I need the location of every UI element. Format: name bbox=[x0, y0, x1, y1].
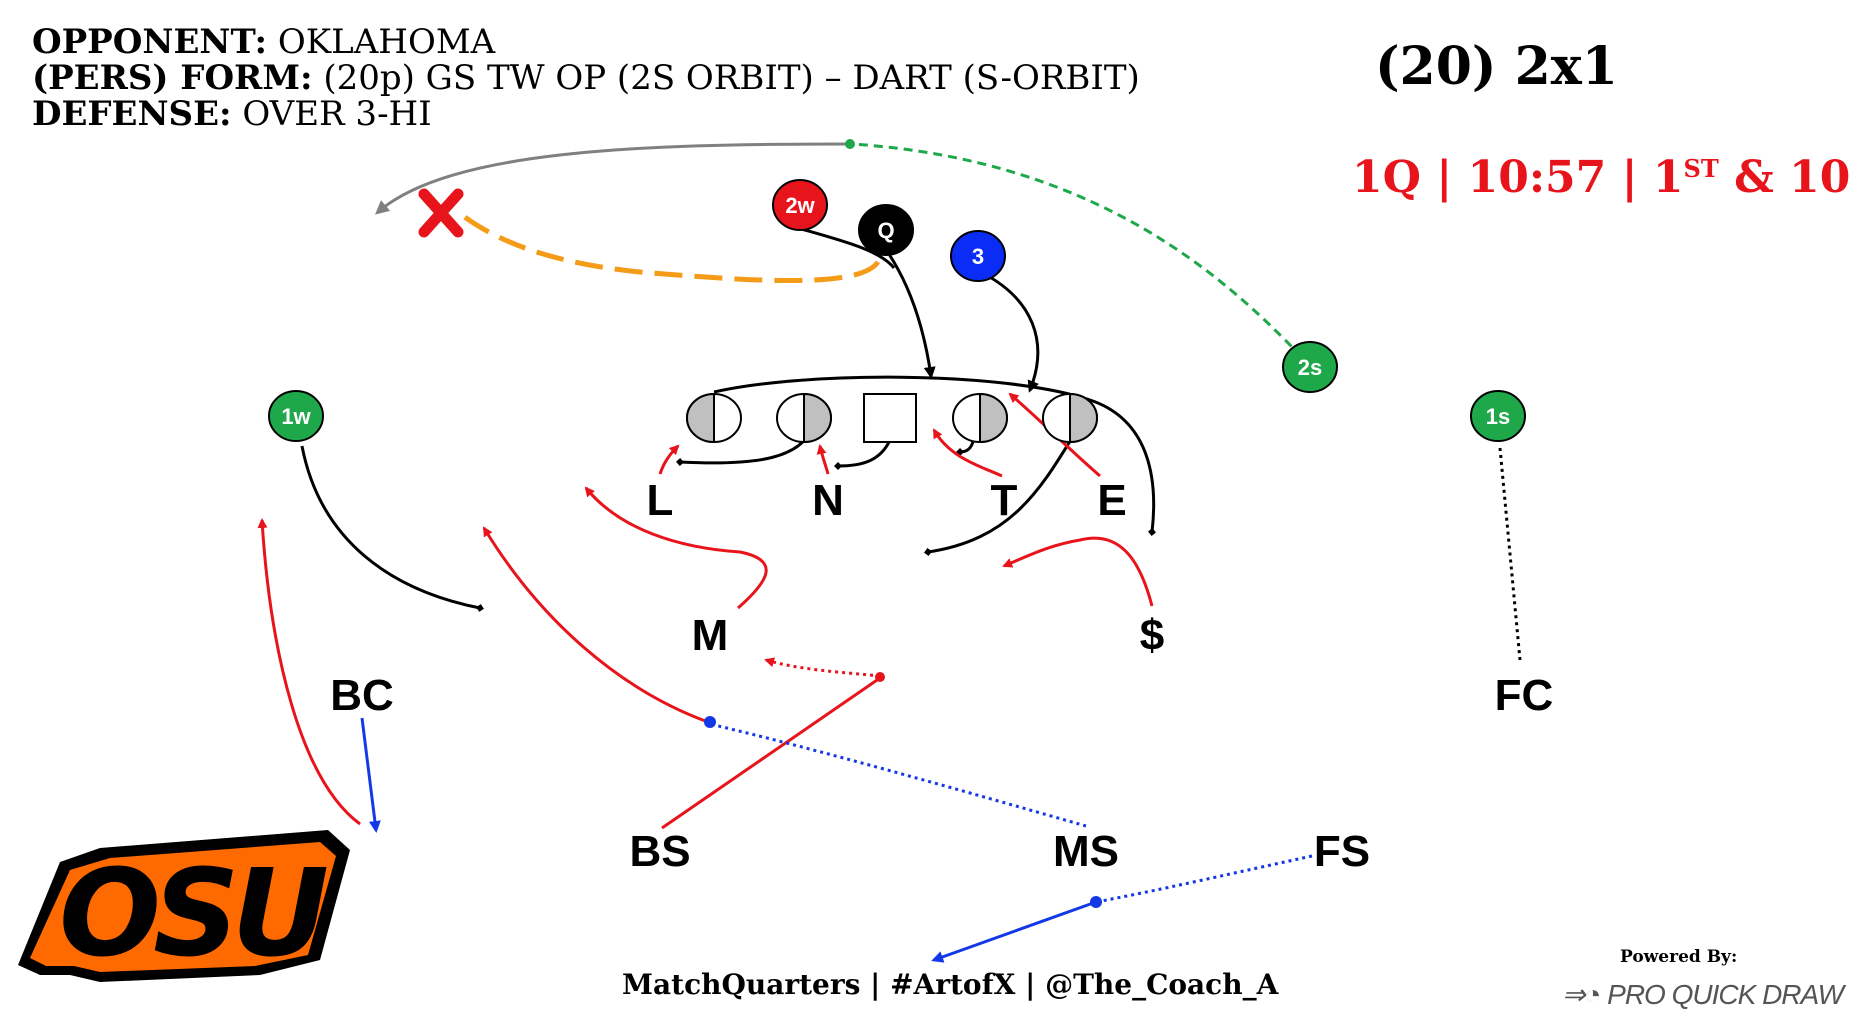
fs-coverage bbox=[1095, 854, 1313, 904]
svg-text:1w: 1w bbox=[281, 404, 311, 429]
logo-lettering: OSU bbox=[59, 845, 326, 984]
formation-line: (PERS) FORM: (20p) GS TW OP (2S ORBIT) –… bbox=[32, 58, 1140, 98]
osu-logo: OSU bbox=[18, 830, 350, 984]
m-route bbox=[584, 486, 768, 610]
player-3: 3 bbox=[950, 230, 1006, 282]
motion-2s-route bbox=[851, 142, 1314, 370]
decoy-route bbox=[374, 142, 849, 215]
player-2w: 2w bbox=[772, 179, 828, 231]
player-2s: 2s bbox=[1282, 341, 1338, 393]
t-route bbox=[932, 428, 1003, 478]
fs-coverage-arrow bbox=[931, 900, 1097, 963]
3-route bbox=[987, 274, 1040, 393]
ms-route bbox=[482, 526, 709, 724]
pro-quick-draw-brand: ⇒◔ PRO QUICK DRAW bbox=[1562, 979, 1844, 1010]
def-n: N bbox=[812, 476, 844, 525]
player-1w: 1w bbox=[268, 390, 324, 442]
right-guard bbox=[952, 392, 1008, 444]
l-route bbox=[658, 444, 680, 475]
bc-route bbox=[257, 518, 361, 826]
def-bs: BS bbox=[629, 827, 690, 876]
svg-text:2s: 2s bbox=[1298, 355, 1322, 380]
ms-coverage bbox=[709, 722, 1087, 828]
def-ms: MS bbox=[1053, 827, 1119, 876]
defense-line: DEFENSE: OVER 3-HI bbox=[32, 94, 432, 134]
powered-by-label: Powered By: bbox=[1620, 947, 1738, 967]
def-l: L bbox=[647, 476, 674, 525]
n-route bbox=[816, 444, 830, 475]
svg-text:2w: 2w bbox=[785, 193, 815, 218]
svg-text:Q: Q bbox=[877, 218, 894, 243]
game-situation: 1Q | 10:57 | 1ST & 10 bbox=[1352, 152, 1850, 203]
pitch-route bbox=[456, 210, 881, 283]
footer-credits: MatchQuarters | #ArtofX | @The_Coach_A bbox=[622, 968, 1279, 1001]
ms-coverage-dot bbox=[704, 716, 716, 728]
player-1s: 1s bbox=[1470, 390, 1526, 442]
def-dollar: $ bbox=[1140, 611, 1164, 660]
c-block bbox=[834, 439, 892, 470]
opponent-line: OPPONENT: OKLAHOMA bbox=[32, 22, 496, 62]
def-fc: FC bbox=[1495, 671, 1554, 720]
right-tackle bbox=[1042, 392, 1098, 444]
def-e: E bbox=[1097, 476, 1126, 525]
pqd-icon: ⇒◔ bbox=[1562, 979, 1608, 1010]
lt-block bbox=[713, 375, 1156, 536]
2w-route bbox=[797, 226, 896, 269]
left-tackle bbox=[686, 392, 742, 444]
1s-route bbox=[1498, 447, 1522, 661]
bc-coverage bbox=[360, 717, 381, 833]
formation-title: (20) 2x1 bbox=[1374, 36, 1618, 97]
svg-text:1s: 1s bbox=[1486, 404, 1510, 429]
svg-text:3: 3 bbox=[972, 244, 984, 269]
bs-route bbox=[661, 676, 881, 830]
dollar-route bbox=[1002, 536, 1154, 607]
bs-pivot-dot bbox=[875, 672, 885, 682]
q-route bbox=[874, 235, 936, 379]
motion-start-dot bbox=[845, 139, 855, 149]
rt-block bbox=[924, 437, 1074, 556]
def-t: T bbox=[991, 476, 1018, 525]
blocked-x-icon bbox=[418, 188, 464, 238]
center bbox=[863, 393, 917, 443]
def-bc: BC bbox=[330, 671, 394, 720]
1w-route bbox=[300, 445, 484, 612]
def-fs: FS bbox=[1314, 827, 1370, 876]
bs-dotted-route bbox=[764, 657, 881, 678]
def-m: M bbox=[692, 611, 729, 660]
left-guard bbox=[776, 392, 832, 444]
player-q: Q bbox=[858, 204, 914, 256]
